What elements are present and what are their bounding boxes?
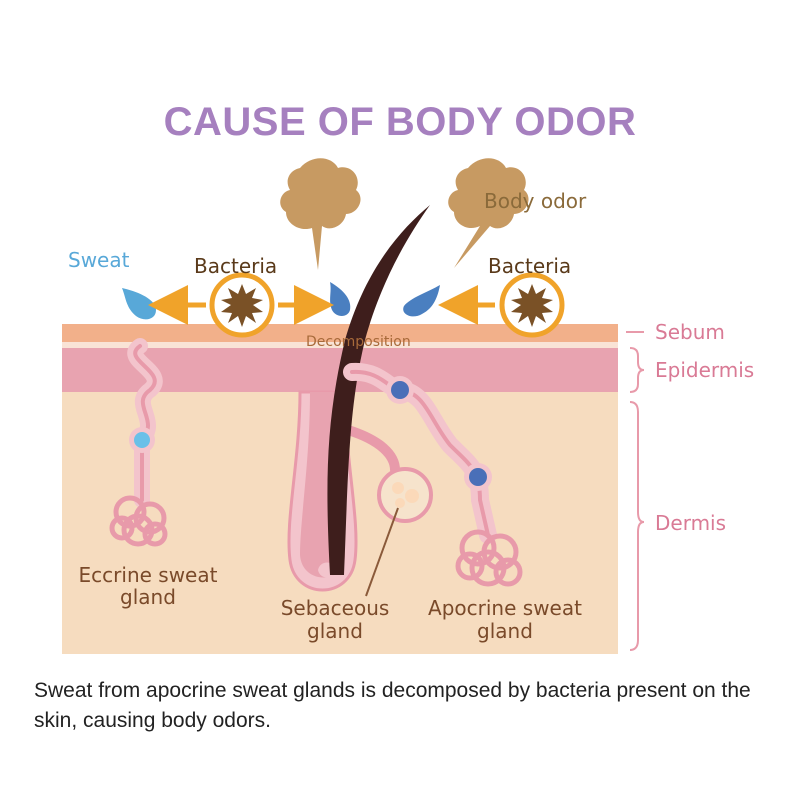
sweat-drop-icon (330, 282, 351, 316)
apocrine-label-line2: gland (477, 619, 533, 643)
sebum-layer (62, 324, 618, 342)
sweat-drop-icon (122, 288, 156, 320)
bacteria-right (438, 272, 565, 338)
epidermis-label: Epidermis (655, 358, 754, 382)
sebum-label: Sebum (655, 320, 725, 344)
bacteria-right-label: Bacteria (488, 254, 571, 278)
caption-text: Sweat from apocrine sweat glands is deco… (34, 679, 751, 732)
sebaceous-label-line2: gland (307, 619, 363, 643)
sebaceous-gland (343, 425, 433, 597)
dermis-label: Dermis (655, 511, 726, 535)
sebaceous-label-line1: Sebaceous (281, 596, 390, 620)
dermis-bracket (629, 401, 645, 651)
apocrine-sweat-gland (343, 362, 523, 587)
hair-strand (327, 205, 430, 575)
eccrine-sweat-gland (109, 338, 168, 547)
bacteria-left (148, 272, 334, 338)
eccrine-label-line1: Eccrine sweat (79, 563, 218, 587)
odor-cloud-icon (280, 158, 361, 270)
sweat-label: Sweat (68, 248, 130, 272)
apocrine-label-line1: Apocrine sweat (428, 596, 582, 620)
decomposition-label: Decomposition (306, 334, 411, 350)
epidermis-bracket (629, 347, 645, 393)
odor-cloud-icon (448, 158, 529, 268)
bacteria-left-label: Bacteria (194, 254, 277, 278)
sweat-drop-icon (403, 285, 440, 317)
diagram-title: CAUSE OF BODY ODOR (163, 100, 637, 144)
body-odor-label: Body odor (484, 189, 587, 213)
sebum-epidermis-gap (62, 342, 618, 348)
eccrine-label-line2: gland (120, 585, 176, 609)
